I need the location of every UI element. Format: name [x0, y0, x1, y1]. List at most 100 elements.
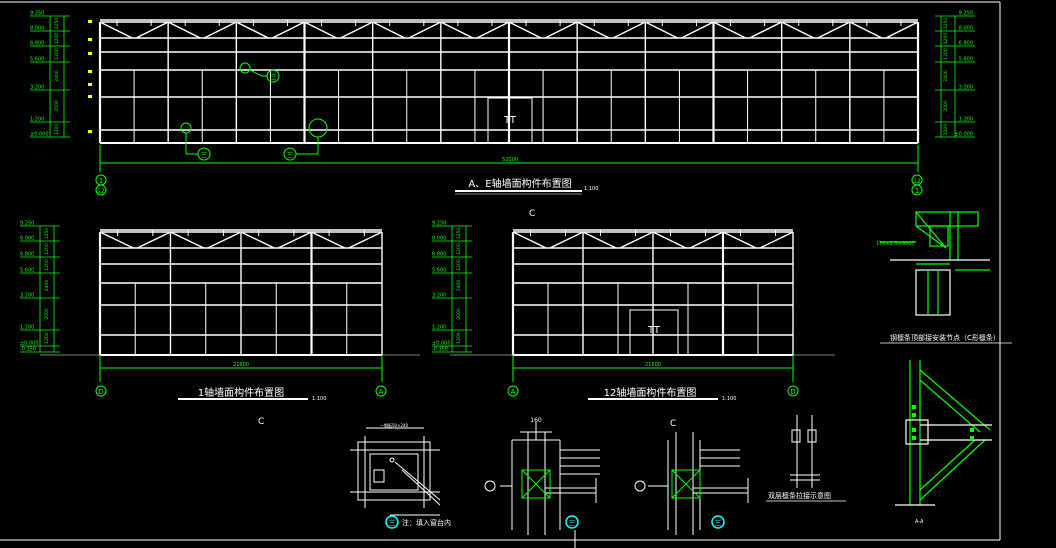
e12-elev-6: ±0.000	[432, 341, 451, 347]
e1-seg-4: 2000	[44, 308, 50, 320]
elevation-ae-markers	[88, 20, 92, 133]
ae-left-elev-0: 9.250	[30, 11, 44, 17]
elevation-ae-right-scale: 9.250 8.000 6.800 5.600 3.200 1.200 ±0.000 1250…	[935, 11, 975, 138]
ae-left-elev-2: 6.800	[30, 41, 44, 47]
e1-axis-left: D	[98, 388, 103, 396]
e12-elev-0: 9.250	[432, 221, 446, 227]
e12-axis-left: A	[511, 388, 516, 396]
e1-seg-1: 1200	[44, 243, 50, 255]
e1-seg-0: 1250	[44, 228, 50, 240]
e1-elev-7: -0.150	[20, 347, 36, 353]
elevation-12-scale: 9.250 8.000 6.800 5.600 3.200 1.200 ±0.000-0.1…	[432, 221, 472, 353]
detail-note-1: 注：填入窗台内	[402, 518, 451, 527]
ae-right-elev-6: ±0.000	[954, 132, 973, 138]
e1-elev-6: ±0.000	[20, 341, 39, 347]
e1-elev-4: 3.200	[20, 293, 34, 299]
ae-right-seg-2: 1200	[943, 48, 949, 60]
e12-elev-5: 1.200	[432, 325, 446, 331]
ae-axis-right-bottom: 1	[915, 187, 919, 195]
e12-elev-2: 6.800	[432, 252, 446, 258]
e1-axis-right: A	[379, 388, 384, 396]
elevation-ae-door	[487, 97, 533, 144]
ae-marker-3	[88, 70, 92, 73]
ae-left-seg-4: 2000	[54, 100, 60, 112]
ae-left-seg-1: 1200	[54, 33, 60, 45]
e12-seg-1: 1200	[456, 243, 462, 255]
ae-right-elev-0: 9.250	[959, 11, 973, 17]
detail-purlin-node	[880, 211, 990, 316]
ae-detail-tag-1[interactable]: 三	[270, 73, 277, 81]
detail-note-3: 钢檩条顶部接安装节点（C形檩条）	[890, 333, 1000, 342]
e12-elev-1: 8.000	[432, 236, 446, 242]
e12-elev-3: 5.600	[432, 268, 446, 274]
elevation-ae: TT 9.250 8.000 6.800 5.600 3.200 1.200 ±0.000 1…	[30, 11, 975, 196]
ae-left-elev-1: 8.000	[30, 26, 44, 32]
detail-dim-160: 160	[530, 417, 542, 424]
elevation-ae-scale: 1:100	[584, 186, 598, 192]
e1-elev-3: 5.600	[20, 268, 34, 274]
section-mark-c-right: C	[670, 419, 676, 429]
ae-left-elev-4: 3.200	[30, 85, 44, 91]
detail-4-double-purlin	[790, 415, 820, 488]
ae-left-elev-6: ±0.000	[30, 132, 49, 138]
ae-detail-tag-3[interactable]: 三	[287, 151, 294, 159]
e12-seg-2: 1200	[456, 259, 462, 271]
ae-left-elev-3: 5.600	[30, 57, 44, 63]
ae-axis-right-top: 12	[913, 178, 921, 185]
elevation-12: 9.250 8.000 6.800 5.600 3.200 1.200 ±0.000-0.1…	[432, 221, 835, 402]
ae-marker-5	[88, 95, 92, 98]
elevation-ae-left-scale: 9.2508.0006.8005.6003.2001.200±0.0001250…	[30, 11, 70, 138]
detail-1-plate	[350, 427, 441, 516]
ae-right-elev-5: 1.200	[959, 117, 973, 123]
ae-marker-2	[88, 52, 92, 55]
ae-marker-1	[88, 38, 92, 41]
e12-seg-4: 2000	[456, 308, 462, 320]
ae-detail-tag-2[interactable]: 三	[201, 151, 208, 159]
detail-3-column	[634, 432, 749, 535]
ae-left-seg-3: 2400	[54, 70, 60, 82]
detail-knee-brace	[895, 360, 992, 506]
detail-label-aa: A-A	[915, 519, 924, 525]
elevation-ae-frame	[98, 19, 920, 144]
ae-marker-0	[88, 20, 92, 23]
elevation-1-frame	[98, 229, 383, 356]
ae-marker-6	[88, 130, 92, 133]
ae-left-seg-2: 1200	[54, 48, 60, 60]
ae-right-elev-3: 5.600	[959, 57, 973, 63]
ae-right-elev-1: 8.000	[959, 26, 973, 32]
section-mark-c-left: C	[258, 417, 264, 427]
ae-right-elev-4: 3.200	[959, 85, 973, 91]
e1-elev-1: 8.000	[20, 236, 34, 242]
detail-note-2: 双层檩条拉接示意图	[768, 491, 831, 500]
ae-right-seg-0: 1250	[943, 18, 949, 30]
elevation-12-total-dim: 21600	[645, 362, 661, 368]
ae-axis-left-top: 1	[99, 177, 103, 185]
elevation-ae-title: A、E轴墙面构件布置图	[468, 177, 571, 190]
ae-marker-4	[88, 83, 92, 86]
e12-elev-4: 3.200	[432, 293, 446, 299]
e1-elev-2: 6.800	[20, 252, 34, 258]
ae-left-seg-5: 1200	[54, 124, 60, 136]
svg-text:一钢板50×240: 一钢板50×240	[380, 422, 409, 428]
elevation-12-door-label: TT	[647, 325, 661, 336]
detail-tag-3[interactable]: 三	[715, 519, 722, 527]
elevation-1: 9.2508.0006.8005.6003.2001.200±0.000-0.1…	[20, 221, 420, 402]
detail-tag-2[interactable]: 三	[569, 519, 576, 527]
e12-seg-5: 1200	[456, 332, 462, 344]
elevation-1-scale: 9.2508.0006.8005.6003.2001.200±0.000-0.1…	[20, 221, 60, 353]
ae-right-seg-4: 2000	[943, 100, 949, 112]
e1-seg-5: 1200	[44, 332, 50, 344]
ae-right-elev-2: 6.800	[959, 41, 973, 47]
ae-axis-left-bottom: 12	[97, 188, 105, 195]
detail-tag-1[interactable]: 三	[389, 519, 396, 527]
elevation-ae-door-label: TT	[503, 115, 517, 126]
ae-right-seg-5: 1200	[943, 124, 949, 136]
ae-right-seg-3: 2400	[943, 70, 949, 82]
elevation-12-title: 12轴墙面构件布置图	[604, 386, 697, 399]
e12-elev-7: -0.150	[432, 347, 448, 353]
elevation-12-scale-label: 1:100	[722, 396, 736, 402]
e1-elev-5: 1.200	[20, 325, 34, 331]
detail-2-column	[484, 422, 600, 535]
e12-seg-3: 2400	[456, 280, 462, 292]
